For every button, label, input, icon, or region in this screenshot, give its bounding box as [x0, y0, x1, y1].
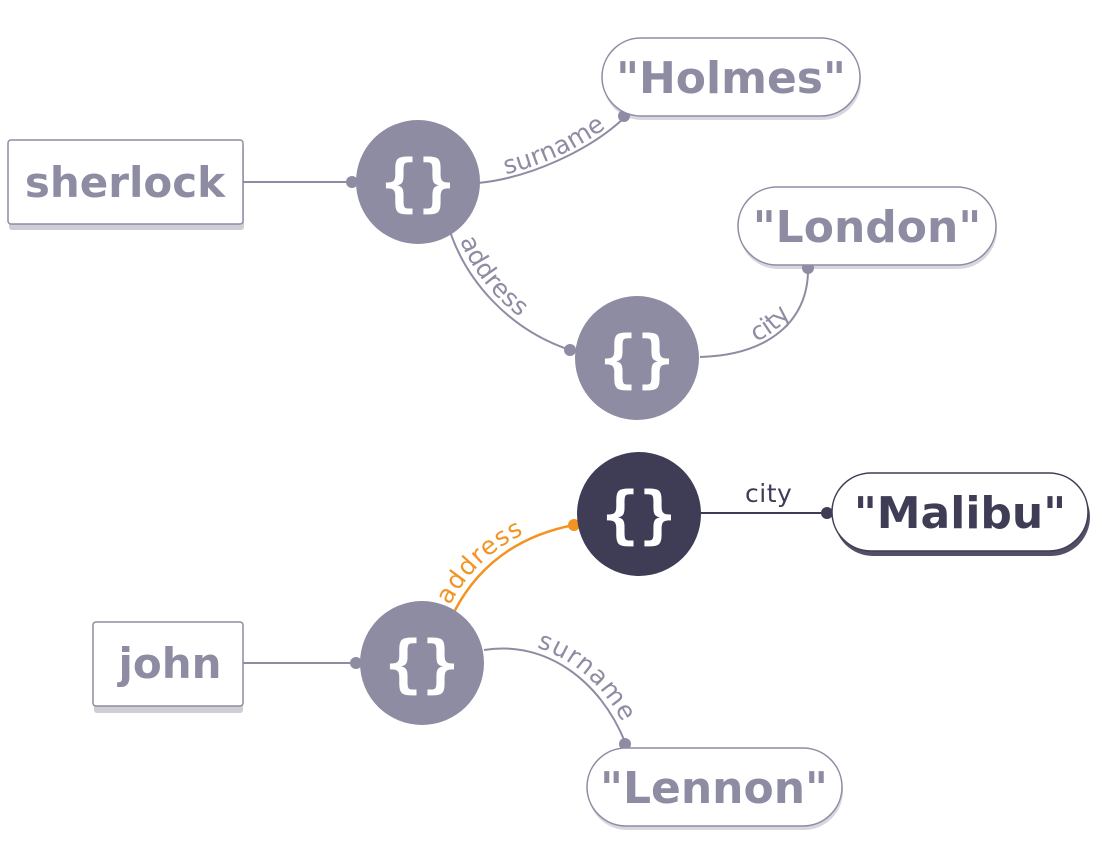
edge-label-john-address: address	[430, 513, 527, 608]
curly-braces-icon: {}	[381, 146, 456, 219]
edge-john-address	[452, 519, 580, 614]
object-node-sherlock-address[interactable]: {}	[575, 296, 699, 420]
curly-braces-icon: {}	[602, 478, 677, 551]
edge-sherlock-root	[243, 176, 358, 188]
edge-label-john-city: city	[745, 479, 792, 508]
connector-dot	[568, 519, 580, 531]
edge-label-john-surname: surname	[535, 626, 643, 726]
curly-braces-icon: {}	[600, 322, 675, 395]
root-label-john: john	[116, 639, 221, 688]
edge-john-city	[700, 507, 833, 519]
value-node-holmes[interactable]: "Holmes"	[601, 37, 861, 120]
edge-john-root	[243, 657, 362, 669]
connector-dot	[821, 507, 833, 519]
connector-dot	[564, 344, 576, 356]
edge-sherlock-address	[445, 217, 576, 356]
root-node-sherlock[interactable]: sherlock	[7, 139, 244, 230]
connector-dot	[350, 657, 362, 669]
value-node-lennon[interactable]: "Lennon"	[586, 747, 843, 830]
value-label-malibu: "Malibu"	[854, 488, 1066, 539]
curly-braces-icon: {}	[385, 627, 460, 700]
value-label-holmes: "Holmes"	[616, 53, 846, 104]
connector-dot	[346, 176, 358, 188]
value-label-lennon: "Lennon"	[600, 763, 828, 814]
root-label-sherlock: sherlock	[25, 158, 226, 207]
object-node-john-address[interactable]: {}	[577, 452, 701, 576]
root-node-john[interactable]: john	[92, 621, 244, 713]
object-node-sherlock[interactable]: {}	[356, 120, 480, 244]
object-node-john[interactable]: {}	[360, 601, 484, 725]
edge-label-sherlock-city: city	[745, 299, 796, 347]
value-node-malibu[interactable]: "Malibu"	[831, 472, 1090, 556]
edge-john-surname	[483, 647, 631, 750]
edge-label-sherlock-address: address	[454, 231, 534, 322]
edge-label-sherlock-surname: surname	[500, 109, 610, 180]
value-label-london: "London"	[753, 202, 982, 253]
value-node-london[interactable]: "London"	[737, 186, 997, 269]
connector-dot	[619, 738, 631, 750]
